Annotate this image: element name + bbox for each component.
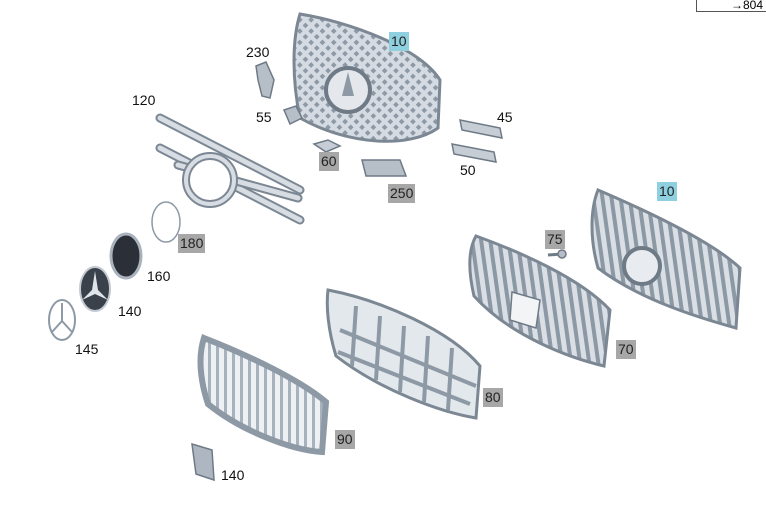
callout-160: 160 <box>147 268 171 284</box>
tag-80: 80 <box>483 388 503 407</box>
part-60-clip <box>312 139 342 153</box>
grille-10-mesh <box>292 12 442 143</box>
tag-10-right: 10 <box>657 182 677 201</box>
callout-145: 145 <box>75 341 99 357</box>
part-230-bracket <box>255 61 275 99</box>
grille-90 <box>197 334 330 456</box>
callout-50: 50 <box>460 162 476 178</box>
grille-frame-120 <box>155 113 305 225</box>
part-55-clip <box>282 105 304 126</box>
callout-55: 55 <box>256 109 272 125</box>
callout-140-emblem: 140 <box>118 303 142 319</box>
tag-90: 90 <box>335 430 355 449</box>
callout-45: 45 <box>497 109 513 125</box>
reference-label: 804 <box>742 0 763 12</box>
grille-10-vertical <box>590 188 742 330</box>
tag-180: 180 <box>178 234 206 253</box>
part-75-screw <box>547 249 567 259</box>
part-250-bracket <box>361 159 408 177</box>
part-145-star-outline <box>48 299 76 341</box>
callout-140-panel: 140 <box>221 467 245 483</box>
part-45-strip <box>459 119 503 139</box>
reference-box-804: →804 <box>696 0 766 12</box>
tag-250: 250 <box>388 184 416 203</box>
tag-70: 70 <box>616 340 636 359</box>
grille-70 <box>468 234 612 368</box>
tag-10-top: 10 <box>389 32 409 51</box>
part-50-strip <box>451 143 497 163</box>
reference-arrow-icon: → <box>730 0 743 12</box>
part-140-panel <box>191 442 215 482</box>
part-160-emblem-disc <box>109 232 143 280</box>
part-180-ring <box>151 201 181 243</box>
callout-230: 230 <box>246 44 270 60</box>
callout-120: 120 <box>132 92 156 108</box>
tag-60: 60 <box>319 152 339 171</box>
tag-75: 75 <box>545 230 565 249</box>
grille-carrier-80 <box>325 288 482 420</box>
part-140-star-emblem <box>79 266 111 312</box>
